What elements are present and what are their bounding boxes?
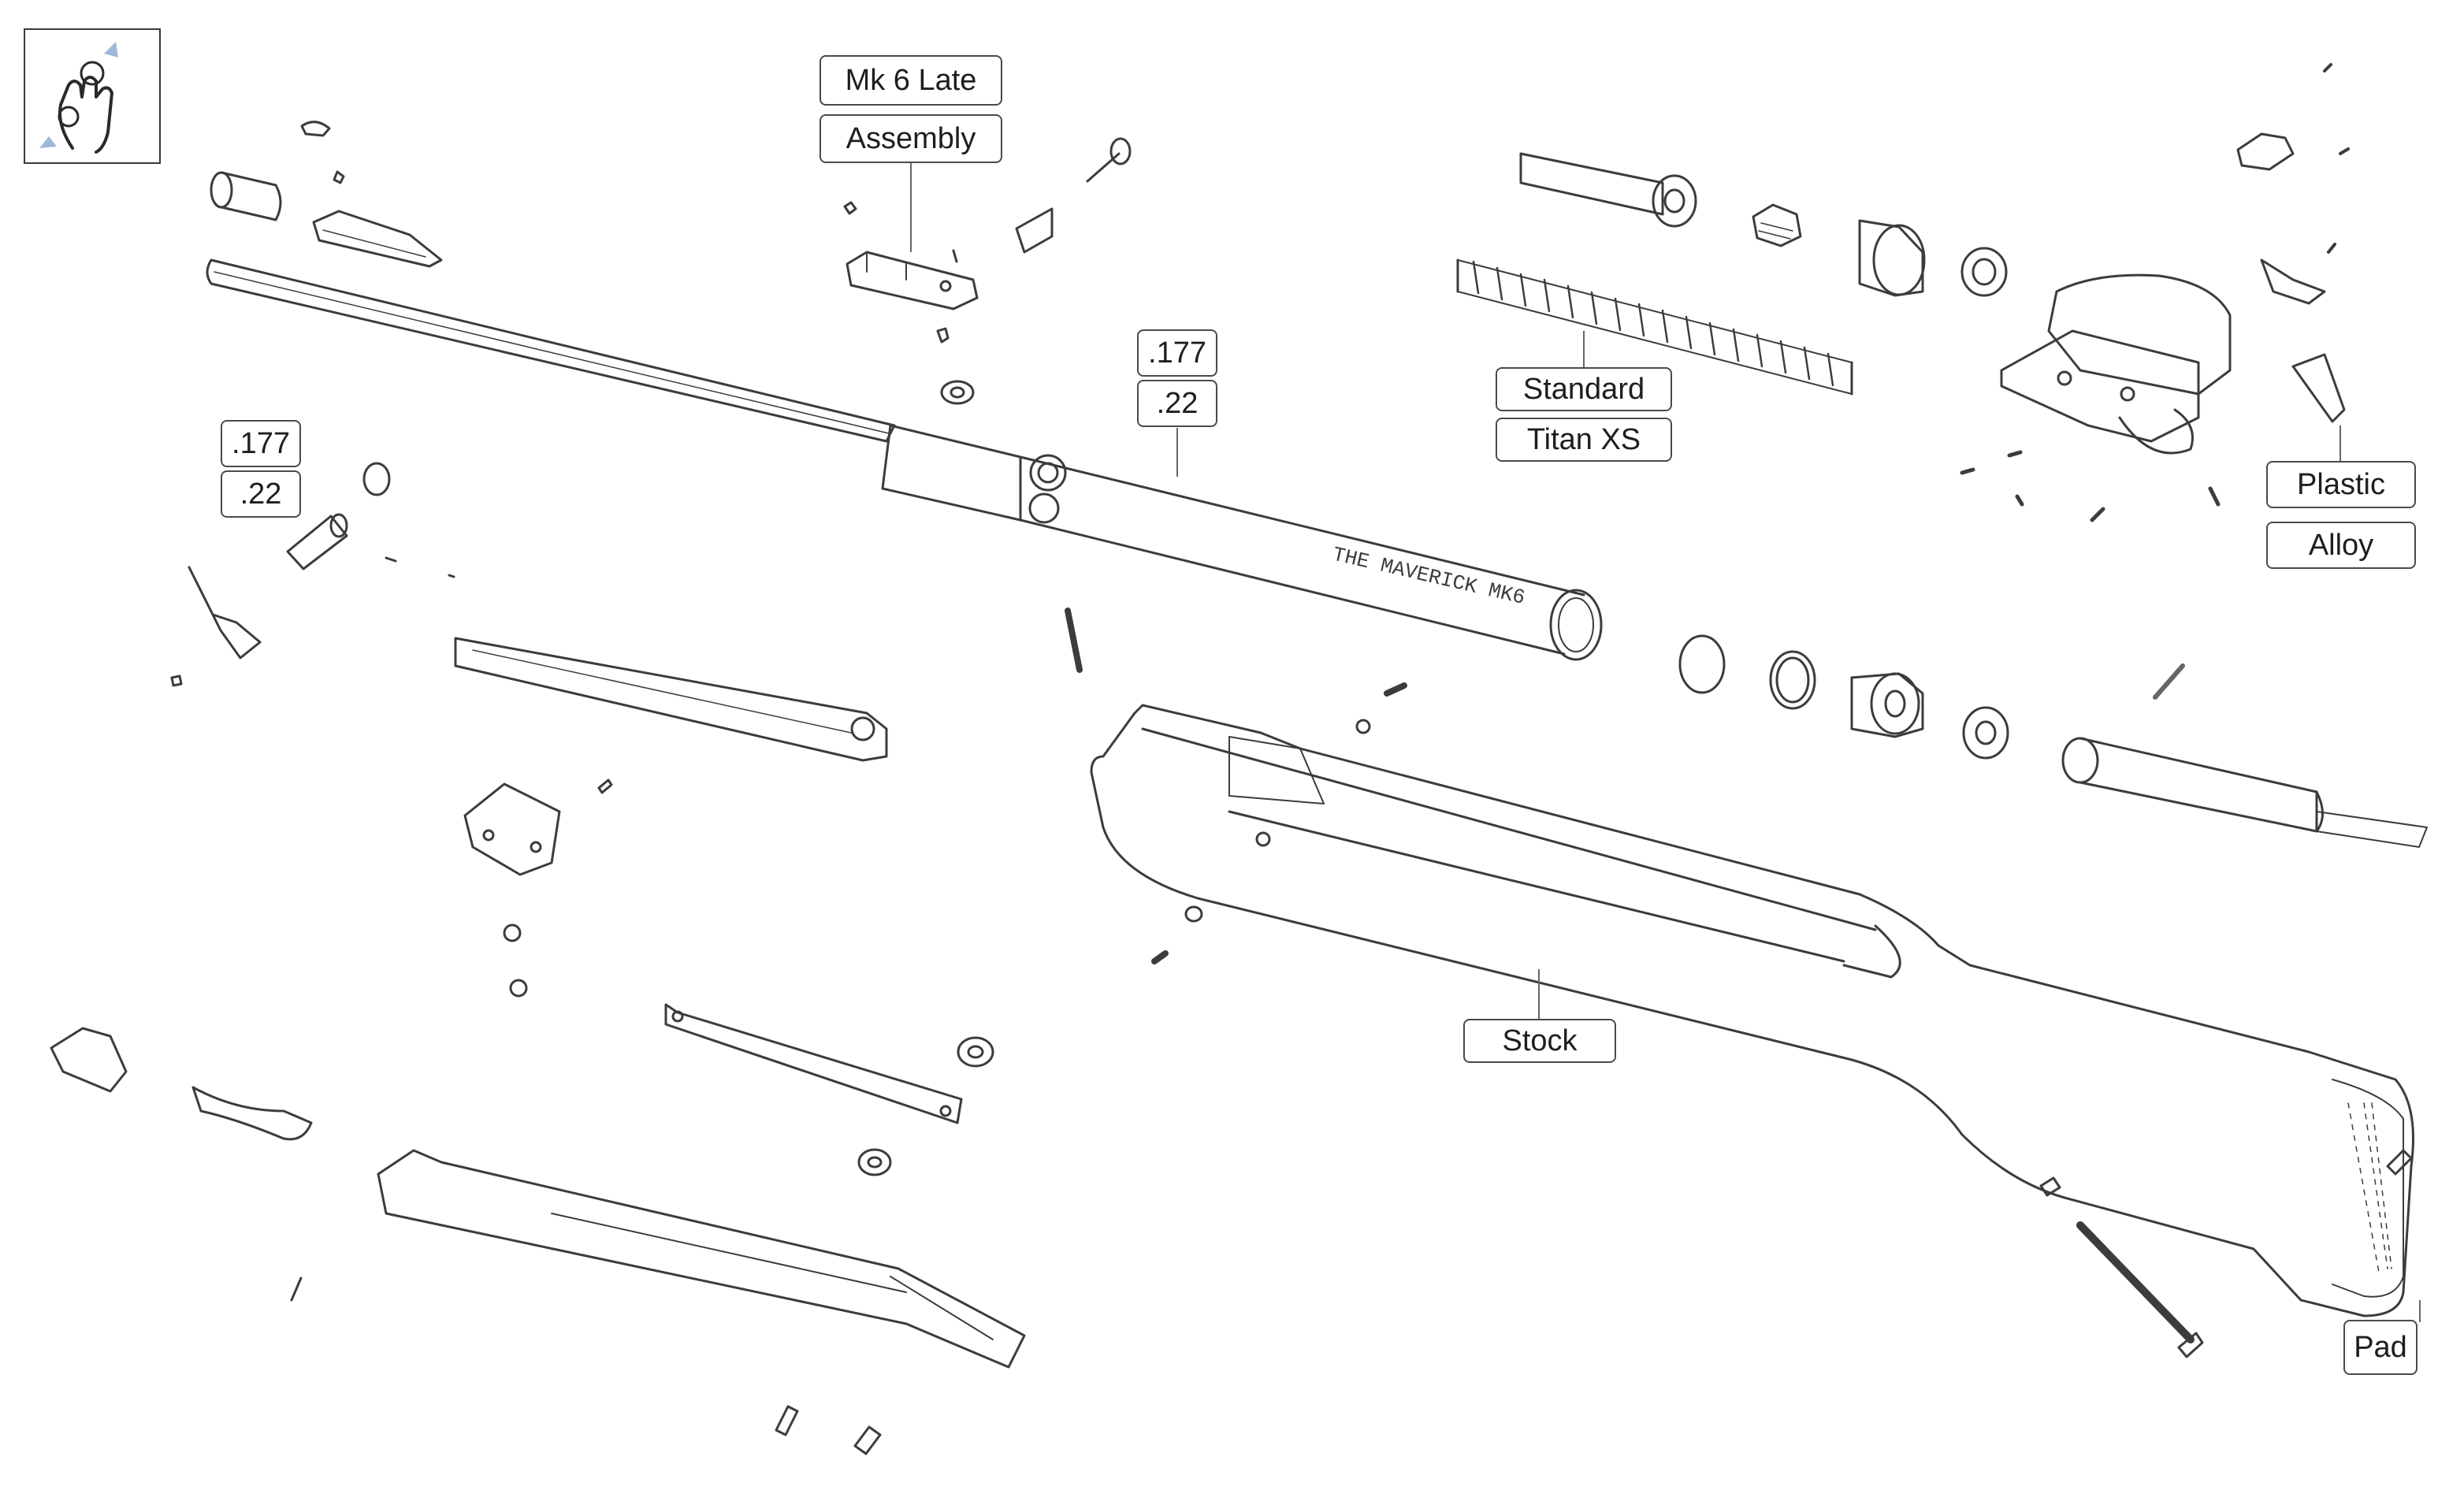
breech-screw-top-part[interactable]	[1086, 137, 1132, 183]
trigger-pins-part[interactable]	[2323, 63, 2350, 254]
breech-bolt-part[interactable]	[936, 327, 950, 344]
trigger-blade-part[interactable]	[2236, 132, 2295, 171]
label-spring-standard[interactable]: Standard	[1496, 367, 1672, 411]
label-trigger-alloy[interactable]: Alloy	[2266, 522, 2416, 569]
spring-guide-part[interactable]	[1519, 152, 1697, 228]
pad-screw-tip-part[interactable]	[2177, 1332, 2204, 1358]
seal-washer-part[interactable]	[1962, 706, 2009, 760]
pinch-zoom-hand-icon	[39, 42, 118, 154]
pin-dark-part[interactable]	[2153, 663, 2185, 700]
label-pad[interactable]: Pad	[2343, 1320, 2418, 1375]
sling-washer-part[interactable]	[1184, 905, 1203, 923]
breech-washer-part[interactable]	[940, 380, 975, 405]
label-spring-titan-xs[interactable]: Titan XS	[1496, 418, 1672, 462]
breech-pin-part[interactable]	[952, 249, 958, 263]
trigger-unit-part[interactable]	[2000, 273, 2232, 455]
latch-block-part[interactable]	[50, 1027, 128, 1093]
compression-tube-part[interactable]: THE MAVERICK MK6	[881, 424, 1603, 661]
label-barrel-calibre-177[interactable]: .177	[221, 420, 301, 467]
barrel-lock-part[interactable]	[188, 566, 262, 660]
label-barrel-calibre-22[interactable]: .22	[221, 470, 301, 518]
label-breech-assembly[interactable]: Assembly	[819, 114, 1002, 163]
loose-pin-part[interactable]	[290, 1276, 303, 1302]
bottom-pin2-part[interactable]	[853, 1425, 882, 1455]
cocking-link-part[interactable]	[664, 1003, 963, 1124]
breech-block-part[interactable]	[845, 251, 979, 310]
stock-bolt-part[interactable]	[1384, 682, 1407, 697]
breech-screw-part[interactable]	[843, 201, 857, 215]
detent-ball-part[interactable]	[448, 574, 455, 578]
rear-sight-part[interactable]	[1015, 207, 1054, 254]
piston-part[interactable]	[2061, 737, 2428, 848]
sear-part[interactable]	[2260, 258, 2326, 305]
leader-lines	[261, 162, 2421, 1322]
bolt-washer-part[interactable]	[1355, 719, 1371, 734]
washer-top-part[interactable]	[1960, 247, 2008, 297]
svg-text:THE MAVERICK MK6: THE MAVERICK MK6	[1330, 543, 1527, 610]
link-washer2-part[interactable]	[857, 1148, 892, 1176]
nut2-part[interactable]	[509, 979, 528, 998]
pad-screw-head-part[interactable]	[2039, 1176, 2061, 1197]
seal-ring2-part[interactable]	[1769, 650, 1816, 710]
trigger-small-pins-part[interactable]	[1960, 450, 2221, 522]
threaded-collar-part[interactable]	[1858, 219, 1926, 297]
stock-screw-part[interactable]	[1065, 608, 1083, 673]
seal-ring-part[interactable]	[1678, 634, 1726, 694]
spring-clip-part[interactable]	[191, 1086, 313, 1141]
cocking-arm-part[interactable]	[377, 1149, 1026, 1369]
piston-seal-part[interactable]	[1850, 672, 1924, 738]
o-ring-part[interactable]	[362, 462, 391, 496]
front-sight-part[interactable]	[312, 210, 443, 268]
sight-cap-part[interactable]	[300, 121, 331, 137]
pinch-zoom-gesture-icon[interactable]	[24, 28, 161, 164]
label-tube-calibre-22[interactable]: .22	[1137, 380, 1217, 427]
end-plug-part[interactable]	[1752, 203, 1802, 247]
label-stock[interactable]: Stock	[1463, 1019, 1616, 1063]
barrel-insert-part[interactable]	[286, 513, 348, 570]
small-screw-part[interactable]	[333, 170, 345, 184]
muzzle-sleeve-part[interactable]	[210, 171, 282, 221]
label-tube-calibre-177[interactable]: .177	[1137, 329, 1217, 377]
stock-part[interactable]	[1090, 704, 2414, 1317]
link-washer-part[interactable]	[957, 1036, 994, 1068]
bottom-pin-part[interactable]	[775, 1405, 799, 1436]
underlever-part[interactable]	[454, 637, 888, 762]
lever-pin-part[interactable]	[597, 778, 613, 794]
pad-screw-part[interactable]	[2076, 1221, 2195, 1343]
label-trigger-plastic[interactable]: Plastic	[2266, 461, 2416, 508]
lever-bracket-part[interactable]	[463, 782, 561, 876]
detent-pin-part[interactable]	[385, 556, 397, 563]
barrel-part[interactable]	[206, 258, 896, 443]
trigger-part[interactable]	[2291, 353, 2346, 423]
sling-screw-part[interactable]	[1151, 950, 1169, 964]
mainspring-part[interactable]	[1456, 258, 1853, 396]
nut-part[interactable]	[503, 923, 522, 942]
label-breech-model[interactable]: Mk 6 Late	[819, 55, 1002, 106]
lock-screw-part[interactable]	[170, 674, 183, 687]
